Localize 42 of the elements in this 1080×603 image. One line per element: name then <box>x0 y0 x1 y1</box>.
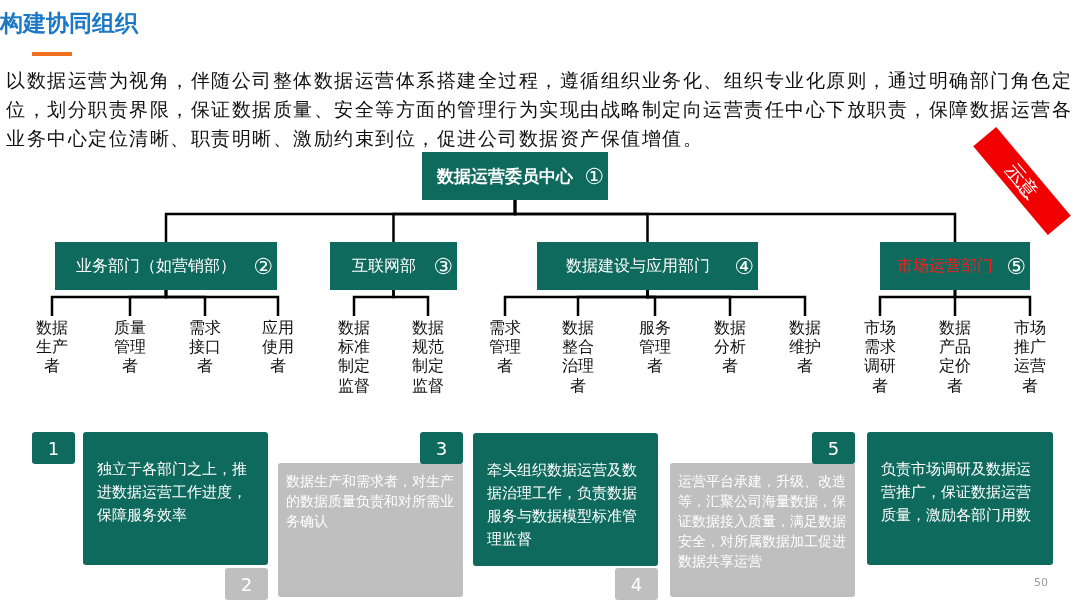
department-box: 市场运营部门 ⑤ <box>880 242 1030 290</box>
number-badge: 1 <box>32 432 75 464</box>
connector-line <box>953 290 1032 316</box>
circled-number: ④ <box>734 253 754 279</box>
sample-ribbon: 示意 <box>973 126 1071 236</box>
role-label: 数据维护者 <box>785 318 825 402</box>
page-number: 50 <box>1034 576 1048 589</box>
role-label: 数据规范制定监督 <box>408 318 448 402</box>
circled-number: ⑤ <box>1006 253 1026 279</box>
number-badge: 3 <box>420 432 463 464</box>
role-label: 数据生产者 <box>32 318 72 402</box>
department-box: 业务部门（如营销部） ② <box>55 242 277 290</box>
connector-line <box>392 290 430 316</box>
slide-title: 构建协同组织 <box>0 9 138 38</box>
description-card: 数据生产和需求者，对生产的数据质量负责和对所需业务确认 <box>278 463 463 597</box>
role-label: 市场推广运营者 <box>1010 318 1050 402</box>
description-card: 独立于各部门之上，推进数据运营工作进度，保障服务效率 <box>83 432 268 565</box>
role-label: 数据产品定价者 <box>935 318 975 402</box>
description-card: 运营平台承建，升级、改造等，汇聚公司海量数据，保证数据接入质量，满足数据安全，对所属数据加工促进数据共享运营 <box>670 463 855 597</box>
role-label: 应用使用者 <box>258 318 298 402</box>
role-label: 数据整合治理者 <box>558 318 598 402</box>
circled-number: ③ <box>433 253 453 279</box>
role-label: 服务管理者 <box>635 318 675 402</box>
department-box: 互联网部 ③ <box>330 242 457 290</box>
number-badge: 5 <box>812 432 855 464</box>
connector-line <box>646 290 807 316</box>
department-box: 数据建设与应用部门 ④ <box>537 242 758 290</box>
connector-line <box>513 200 957 242</box>
committee-box: 数据运营委员中心 ① <box>422 152 608 200</box>
role-label: 需求接口者 <box>185 318 225 402</box>
connector-line <box>164 290 280 316</box>
circled-number: ① <box>584 163 604 189</box>
number-badge: 4 <box>615 568 658 600</box>
role-label: 质量管理者 <box>110 318 150 402</box>
number-badge: 2 <box>225 568 268 600</box>
description-card: 负责市场调研及数据运营推广，保证数据运营质量，激励各部门用数 <box>867 432 1053 565</box>
role-label: 需求管理者 <box>485 318 525 402</box>
description-card: 牵头组织数据运营及数据治理工作，负责数据服务与数据模型标准管理监督 <box>473 433 658 566</box>
circled-number: ② <box>253 253 273 279</box>
role-label: 数据分析者 <box>710 318 750 402</box>
role-label: 数据标准制定监督 <box>334 318 374 402</box>
role-label: 市场需求调研者 <box>860 318 900 402</box>
